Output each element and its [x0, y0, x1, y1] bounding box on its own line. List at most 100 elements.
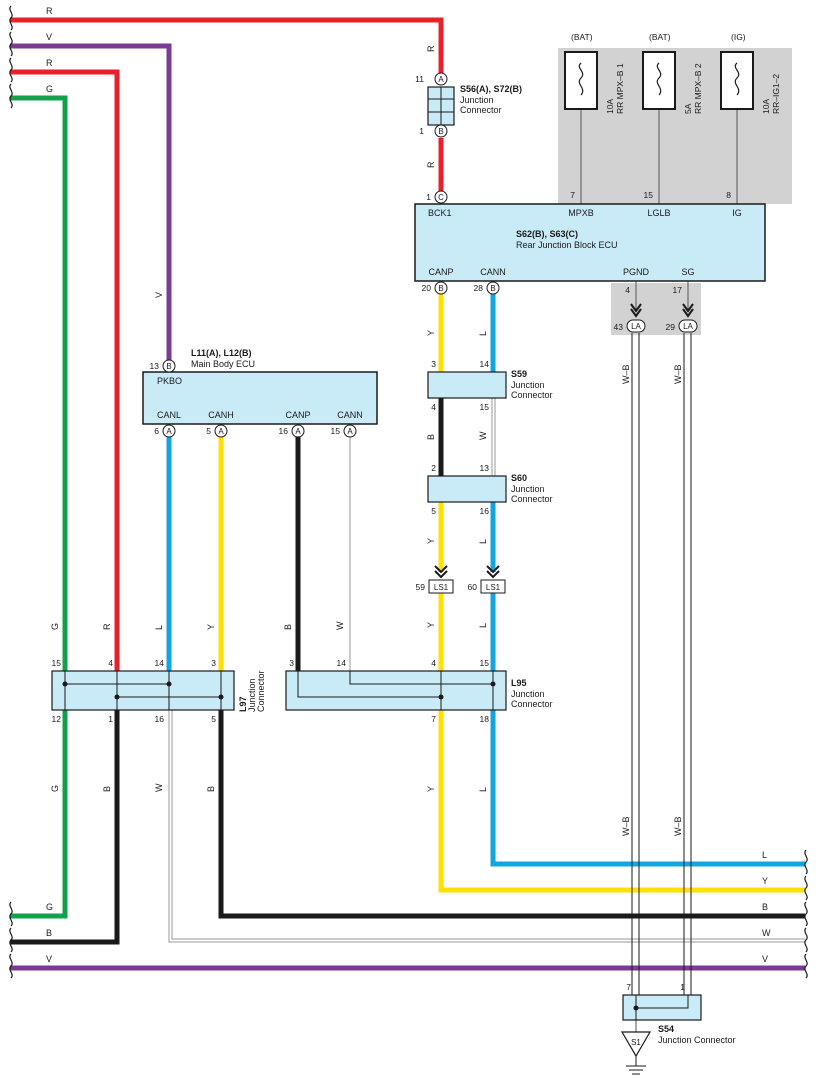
s60-body [427, 475, 507, 503]
rear-ecu-cann-pin: 28 [474, 283, 484, 293]
lbl-g-l97-top: G [50, 623, 60, 630]
l97-pin-b1: 12 [52, 714, 62, 724]
ground-s1: S1 [620, 1031, 652, 1075]
s54-pin-7: 7 [626, 982, 631, 992]
edge-break-right-1 [804, 875, 808, 901]
lbl-y-right: Y [762, 876, 768, 886]
s56-junction-connector: S56(A), S72(B) Junction Connector 11 A 1… [415, 72, 522, 138]
s56-pin-top: 11 [415, 74, 424, 84]
lbl-y-s60: Y [426, 538, 436, 544]
fuse-1-icon [578, 62, 584, 96]
edge-break-left-0 [9, 5, 13, 31]
rear-ecu-canp-letter: B [438, 284, 443, 293]
main-ecu-pkbo-pin: 13 [150, 361, 160, 371]
s59-subtitle: Junction [511, 380, 545, 390]
s54-title: S54 [658, 1024, 674, 1034]
lbl-g-bottom: G [46, 902, 53, 912]
l95-inner-b [297, 671, 441, 698]
main-ecu-pkbo-letter: B [166, 362, 171, 371]
rear-junction-block-ecu: S62(B), S63(C) Rear Junction Block ECU B… [414, 190, 766, 295]
fuse-2: (BAT) 5A RR MPX–B 2 [642, 32, 703, 114]
main-ecu-cann: CANN [337, 410, 363, 420]
lbl-wb-1-bot: W–B [621, 816, 631, 836]
l95-title: L95 [511, 678, 527, 688]
main-ecu-canl-circle [162, 424, 176, 438]
lbl-b-s59: B [426, 434, 436, 440]
rear-ecu-bck1: BCK1 [428, 208, 452, 218]
edge-break-left-3 [9, 83, 13, 109]
ls1-59-pin: 59 [416, 582, 426, 592]
s60-subtitle: Junction [511, 484, 545, 494]
l97-pin-t4: 3 [211, 658, 216, 668]
la-pin-43-letter: LA [631, 322, 641, 331]
ground-symbol-icon [626, 1065, 646, 1075]
lbl-b-l95-top: B [283, 624, 293, 630]
lbl-w-right: W [762, 928, 771, 938]
rear-ecu-canp-pin: 20 [422, 283, 432, 293]
s59-subtitle2: Connector [511, 390, 553, 400]
lbl-w-l97-bot: W [154, 783, 164, 792]
l95-pin-t1: 3 [289, 658, 294, 668]
ls1-59-box [428, 579, 454, 594]
fuse-2-source: (BAT) [649, 32, 671, 42]
ls1-connector-60: LS1 60 [468, 565, 506, 594]
lbl-y-canp-1: Y [426, 330, 436, 336]
l95-pin-b1: 7 [431, 714, 436, 724]
rear-ecu-body [414, 203, 766, 282]
l97-pin-t2: 4 [108, 658, 113, 668]
s60-pin-bl: 5 [431, 506, 436, 516]
lbl-r-2: R [46, 58, 53, 68]
s60-junction-connector: S60 Junction Connector 2 13 5 16 [427, 463, 553, 516]
main-ecu-canp-pin: 16 [279, 426, 289, 436]
rear-ecu-title: S62(B), S63(C) [516, 229, 578, 239]
wire-b-left [10, 710, 120, 945]
rear-ecu-ig: IG [732, 208, 742, 218]
edge-break-right-0 [804, 849, 808, 875]
lbl-b-bottom: B [46, 928, 52, 938]
lbl-v-bottom-left: V [46, 954, 52, 964]
pgnd-arrow-icon [630, 303, 642, 318]
main-ecu-cann-letter: A [347, 427, 353, 436]
s56-title: S56(A), S72(B) [460, 84, 522, 94]
ls1-60-pin: 60 [468, 582, 478, 592]
fuse-2-rating: 5A [683, 103, 693, 114]
l95-inner-w [349, 671, 493, 685]
lbl-v-top: V [46, 32, 52, 42]
edge-break-left-1 [9, 31, 13, 57]
la-pin-43-num: 43 [614, 322, 624, 332]
wire-r-l97 [10, 69, 120, 671]
sg-arrow-icon [682, 303, 694, 318]
edge-break-marks [9, 5, 808, 979]
rear-ecu-lglb-pin: 15 [644, 190, 654, 200]
fuse-1-name: RR MPX–B 1 [615, 63, 625, 114]
main-ecu-canp-letter: A [295, 427, 301, 436]
s56-pin-top-letter: A [438, 75, 444, 84]
l97-junction-connector: L97 Junction Connector 15 4 14 3 12 1 16… [51, 658, 266, 724]
la-pin-29-letter: LA [683, 322, 693, 331]
main-ecu-cann-circle [343, 424, 357, 438]
wire-w-l97-b [171, 710, 805, 940]
s60-pin-tl: 2 [431, 463, 436, 473]
s56-pin-bottom-letter: B [438, 127, 443, 136]
l97-pin-b3: 16 [155, 714, 165, 724]
wire-l-l95-out [490, 710, 805, 867]
rear-ecu-pgnd: PGND [623, 267, 650, 277]
ls1-59-arrow-icon [434, 565, 448, 579]
lbl-l-l97-top: L [154, 625, 164, 630]
rear-ecu-pgnd-pin: 4 [625, 285, 630, 295]
l95-body [285, 670, 507, 711]
fuse-2-icon [656, 62, 662, 96]
fuse-1-source: (BAT) [571, 32, 593, 42]
lbl-b-l97-bot: B [102, 786, 112, 792]
l95-pin-t4: 15 [480, 658, 490, 668]
main-ecu-canh-pin: 5 [206, 426, 211, 436]
edge-break-right-4 [804, 953, 808, 979]
l97-splice-1 [62, 681, 68, 687]
lbl-wb-2-bot: W–B [673, 816, 683, 836]
l95-pin-b2: 18 [480, 714, 490, 724]
ground-label: S1 [631, 1038, 641, 1047]
lbl-l-ls1: L [478, 623, 488, 628]
s60-subtitle2: Connector [511, 494, 553, 504]
lbl-r-top: R [46, 6, 53, 16]
